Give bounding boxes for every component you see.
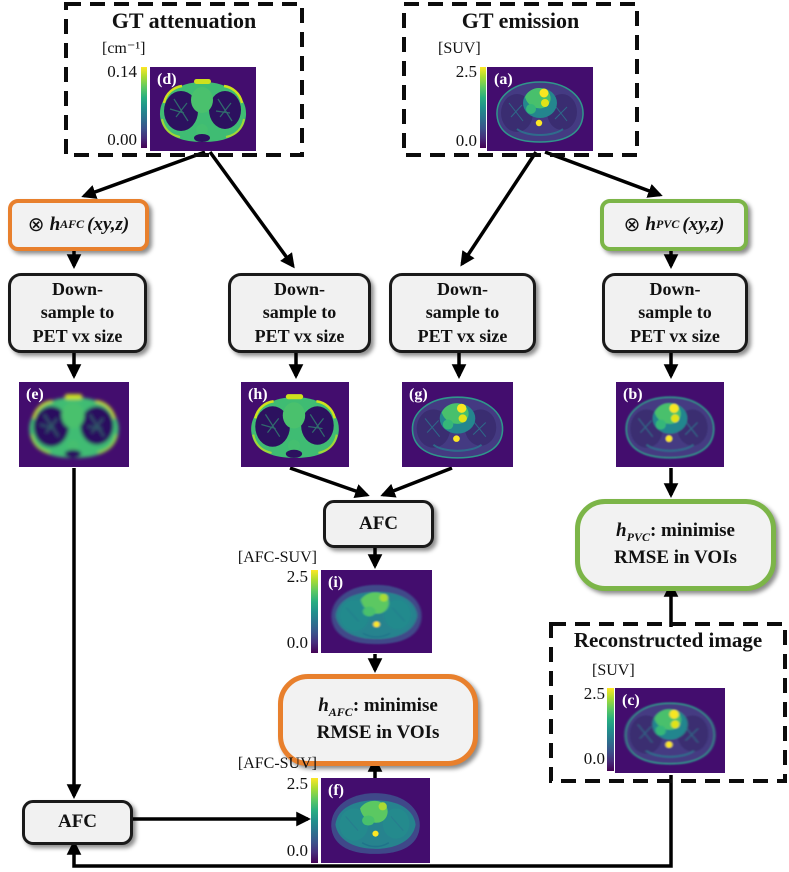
arrow-gtatt-to-ds2 <box>208 150 295 269</box>
reconstructed-scan-c <box>615 688 725 773</box>
hpvc-var: h <box>616 520 627 542</box>
downsampled-attenuation-scan-h <box>241 382 349 467</box>
hpvc-args: (xy,z) <box>682 213 725 235</box>
colorbar-unit-afcsuv: [AFC-SUV] <box>237 755 317 772</box>
minimise-pvc-line1: hPVC: minimise <box>616 519 735 545</box>
colorbar-max: 2.5 <box>583 684 605 703</box>
downsample-box-2: Down- sample to PET vx size <box>228 273 371 353</box>
scan-label-f: (f) <box>328 782 344 799</box>
colorbar-min: 0.0 <box>286 633 308 652</box>
scan-label-a: (a) <box>494 71 513 88</box>
smoothed-emission-scan-b <box>616 382 724 467</box>
viridis-colorbar <box>311 570 318 653</box>
afc-corrected-scan-f <box>321 778 430 863</box>
arrow-gtemi-to-ds3 <box>460 151 538 267</box>
colorbar-unit-suv: [SUV] <box>438 40 481 57</box>
colorbar-max: 0.14 <box>107 62 137 81</box>
downsample-line: sample to <box>638 302 712 323</box>
downsample-box-1: Down- sample to PET vx size <box>8 273 147 353</box>
scan-label-i: (i) <box>328 574 344 591</box>
dashed-frame <box>64 2 304 157</box>
colorbar-min: 0.0 <box>583 749 605 768</box>
hafc-var: h <box>49 213 61 235</box>
downsample-line: sample to <box>262 302 337 323</box>
hpvc-sub: PVC <box>626 530 650 545</box>
afc-label: AFC <box>57 811 98 833</box>
scan-label-c: (c) <box>622 692 640 709</box>
dashed-frame <box>549 622 787 783</box>
otimes-symbol: ⊗ <box>623 214 641 236</box>
colorbar-min: 0.00 <box>107 130 137 149</box>
otimes-symbol: ⊗ <box>27 214 45 236</box>
gt-attenuation-title: GT attenuation <box>111 8 257 33</box>
hafc-sub: AFC <box>60 217 85 232</box>
colorbar-max: 2.5 <box>455 62 477 81</box>
viridis-colorbar <box>141 67 147 148</box>
scan-label-g: (g) <box>409 386 428 403</box>
downsample-line: sample to <box>425 302 500 323</box>
minimise-afc-line1: hAFC: minimise <box>318 694 438 720</box>
downsample-line: PET vx size <box>32 325 123 346</box>
minimise-pvc-line2: RMSE in VOIs <box>614 546 737 568</box>
viridis-colorbar <box>311 778 318 863</box>
hpvc-var: h <box>645 213 656 235</box>
minimise-text: : minimise <box>649 520 735 542</box>
arrow-h-to-afc <box>289 466 370 499</box>
downsampled-emission-scan-g <box>402 382 513 467</box>
downsample-box-4: Down- sample to PET vx size <box>602 273 748 353</box>
afc-corrected-scan-i <box>321 570 432 653</box>
viridis-colorbar <box>607 688 614 771</box>
minimise-text: : minimise <box>352 695 438 717</box>
hafc-sub: AFC <box>328 705 353 720</box>
downsample-line: PET vx size <box>417 325 508 346</box>
downsample-line: sample to <box>40 302 115 323</box>
ct-attenuation-scan-d <box>150 67 256 151</box>
colorbar-min: 0.0 <box>455 131 477 150</box>
reconstructed-image-title: Reconstructed image <box>573 628 763 652</box>
downsample-line: PET vx size <box>630 325 720 346</box>
pet-emission-scan-a <box>487 67 593 151</box>
hpvc-sub: PVC <box>655 217 680 232</box>
arrow-gtatt-to-hafc <box>81 150 206 199</box>
scan-label-d: (d) <box>157 71 177 88</box>
colorbar-unit-afcsuv: [AFC-SUV] <box>237 549 317 566</box>
gt-emission-title: GT emission <box>461 8 580 33</box>
hafc-args: (xy,z) <box>87 213 130 235</box>
scan-label-b: (b) <box>623 386 643 403</box>
viridis-colorbar <box>480 67 486 148</box>
afc-box-bottom: AFC <box>22 800 133 845</box>
downsample-line: PET vx size <box>254 325 345 346</box>
gt-attenuation-box: GT attenuation <box>64 2 304 157</box>
arrow-gtemi-to-hpvc <box>544 150 663 198</box>
minimise-pvc-box: hPVC: minimise RMSE in VOIs <box>575 499 776 591</box>
colorbar-max: 2.5 <box>286 774 308 793</box>
afc-box-top: AFC <box>323 500 434 548</box>
downsample-box-3: Down- sample to PET vx size <box>389 273 536 353</box>
hafc-var: h <box>318 695 329 717</box>
colorbar-unit-suv: [SUV] <box>592 662 635 679</box>
colorbar-unit-cm: [cm⁻¹] <box>102 40 146 57</box>
feedback-recon-to-afc2 <box>66 775 673 868</box>
gt-emission-box: GT emission <box>402 2 639 157</box>
arrow-g-to-afc <box>380 466 453 498</box>
minimise-afc-line2: RMSE in VOIs <box>316 721 440 743</box>
reconstructed-image-box: Reconstructed image <box>549 622 787 783</box>
afc-label: AFC <box>358 512 399 534</box>
scan-label-h: (h) <box>248 386 268 403</box>
scan-label-e: (e) <box>26 386 44 403</box>
colorbar-min: 0.0 <box>286 841 308 860</box>
smoothed-attenuation-scan-e <box>19 382 129 467</box>
downsample-line: Down- <box>649 278 701 299</box>
downsample-line: Down- <box>436 278 488 299</box>
downsample-line: Down- <box>273 278 325 299</box>
colorbar-max: 2.5 <box>286 567 308 586</box>
minimise-afc-box: hAFC: minimise RMSE in VOIs <box>278 674 478 766</box>
downsample-line: Down- <box>51 278 103 299</box>
